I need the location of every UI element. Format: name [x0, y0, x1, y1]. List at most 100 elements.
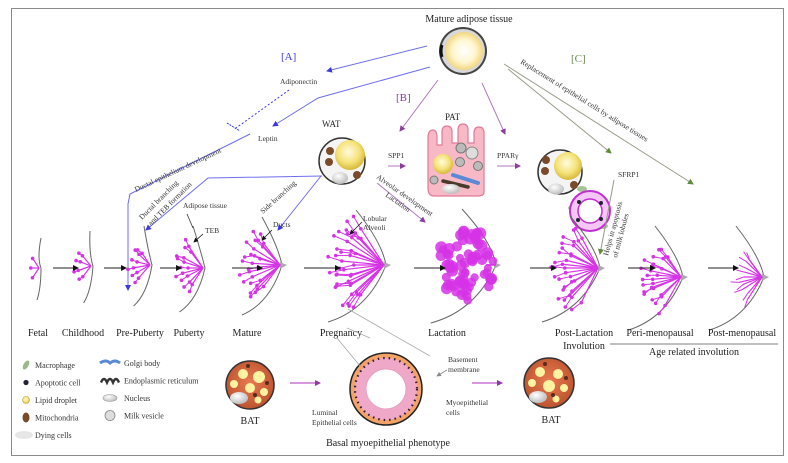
stage-label-involution: Involution [563, 341, 605, 352]
duct-branch [354, 232, 385, 266]
legend-item-mitochondria: Mitochondria [22, 412, 79, 423]
teb-annotation: TEB [205, 226, 219, 235]
luminal-label-2: Epithelial cells [312, 418, 357, 427]
duct-bud [569, 307, 574, 312]
duct-bud [242, 255, 247, 259]
apoptotic-acinus-icon [568, 186, 611, 232]
duct-branch [263, 243, 281, 266]
alveolus [465, 282, 474, 292]
duct-bud [77, 277, 82, 281]
bat-right-label: BAT [542, 415, 561, 426]
legend-label: Lipid droplet [35, 396, 78, 405]
nipple [762, 274, 769, 281]
lobular-annotation: Lobular [363, 214, 387, 223]
breast-stage-6 [326, 209, 391, 323]
basal-acinus-icon [349, 352, 423, 426]
breast-stage-1 [28, 237, 42, 301]
duct-bud [248, 281, 253, 286]
duct-branch [664, 276, 682, 306]
duct-bud [557, 277, 561, 281]
alveolus [488, 256, 498, 266]
stage-label-pregnancy: Pregnancy [320, 328, 362, 339]
alveolus [485, 273, 498, 285]
duct-branch [741, 276, 763, 291]
duct-bud [553, 260, 557, 265]
duct-branch [565, 267, 599, 274]
breast-stages [28, 208, 769, 331]
duct-bud [183, 245, 187, 250]
legend-item-nucleus: Nucleus [102, 394, 150, 403]
duct-bud [74, 258, 78, 263]
mature-adipocyte-icon [439, 27, 487, 75]
title-mature-adipose-tissue: Mature adipose tissue [425, 14, 513, 25]
duct-bud [130, 258, 134, 262]
lobular-pointer [349, 221, 363, 235]
adipose-tissue-pointer [186, 213, 194, 229]
duct-bud [333, 285, 338, 290]
duct-bud [344, 228, 349, 232]
lactation-pointer [347, 308, 431, 357]
nucleus-icon [102, 394, 118, 402]
alveolus [443, 258, 455, 270]
duct-branch [136, 261, 151, 266]
alveolus [435, 249, 447, 261]
duct-branch [351, 237, 385, 266]
stage-label-peri-menopausal: Peri-menopausal [626, 328, 693, 339]
duct-bud [563, 305, 568, 309]
legend-item-apoptotic-cell: Apoptotic cell [23, 379, 81, 388]
duct-bud [335, 247, 339, 251]
duct-branch [80, 261, 92, 267]
duct-branch [253, 248, 281, 266]
legend-label: Endoplasmic reticulum [124, 377, 199, 386]
duct-bud [345, 231, 350, 236]
duct-bud [642, 258, 647, 262]
duct-bud [659, 247, 664, 252]
section-b-arrows [376, 79, 521, 223]
duct-bud [552, 274, 557, 279]
duct-branch [580, 267, 599, 303]
alveolus [462, 291, 472, 301]
duct-branch [744, 271, 763, 278]
alveolus [451, 241, 462, 252]
duct-branch [746, 276, 763, 301]
section-c-label: [C] [571, 53, 586, 65]
legend-item-dying-cells: Dying cells [15, 431, 72, 440]
basement-membrane-label-2: membrane [448, 365, 480, 374]
duct-branch [581, 238, 599, 269]
age-related-involution-label: Age related involution [649, 347, 739, 358]
duct-branch [738, 276, 763, 284]
duct-bud [345, 219, 349, 224]
duct-bud [182, 285, 186, 289]
duct-branch [188, 246, 204, 269]
duct-bud [641, 283, 645, 287]
duct-branch [570, 267, 599, 278]
duct-bud [333, 253, 338, 258]
figure-frame [11, 8, 784, 456]
duct-bud [327, 270, 332, 275]
duct-branch [571, 267, 599, 283]
duct-branch [661, 276, 682, 298]
duct-branch [343, 264, 385, 271]
duct-branch [667, 256, 682, 278]
legend-item-golgi-body: Golgi body [99, 359, 160, 368]
duct-bud [179, 278, 184, 283]
duct-bud [339, 250, 343, 254]
duct-branch [136, 264, 151, 273]
duct-branch [187, 267, 204, 277]
alveolus [460, 268, 470, 278]
dying-cells-icon [15, 431, 33, 439]
duct-bud [251, 229, 256, 234]
duct-branch [360, 228, 385, 266]
myoepithelial-label-1: Myoepithelial [446, 398, 488, 407]
golgi-body-icon [99, 359, 121, 366]
duct-bud [326, 254, 330, 259]
duct-bud [77, 251, 81, 255]
duct-branch [348, 264, 385, 282]
apoptotic-cell-icon [23, 379, 29, 386]
legend-label: Milk vesicle [124, 412, 164, 421]
duct-bud [183, 237, 188, 242]
duct-bud [351, 305, 356, 310]
basal-phenotype-label: Basal myoepithelial phenotype [326, 438, 450, 449]
duct-branch [573, 241, 599, 269]
duct-branch [351, 264, 385, 276]
